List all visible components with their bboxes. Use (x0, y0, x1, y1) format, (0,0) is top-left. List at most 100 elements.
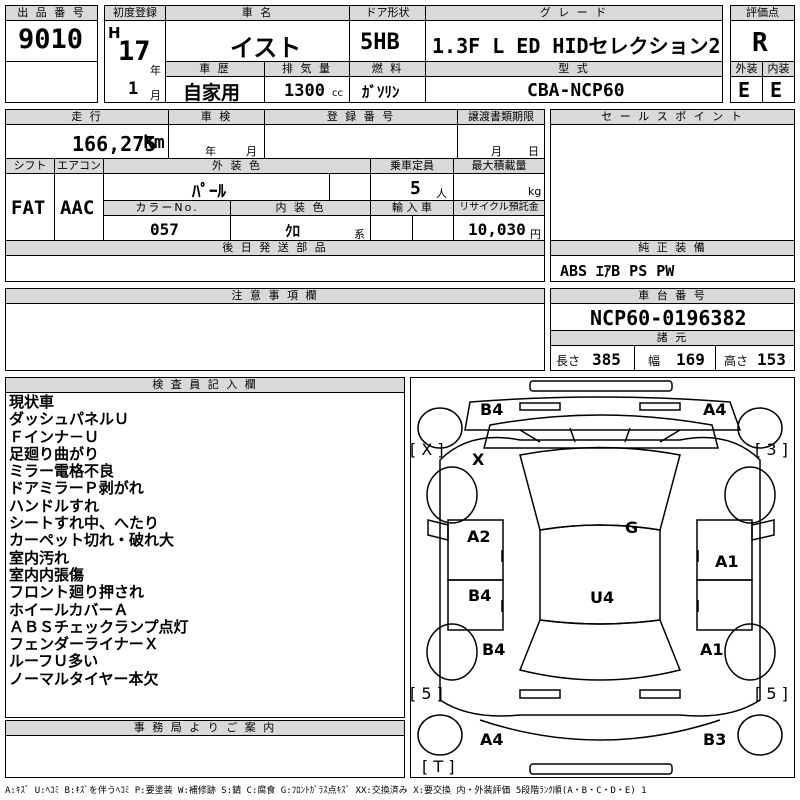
car-history-label: 車 歴 (165, 61, 265, 77)
damage-a4-front-right: A4 (703, 400, 727, 419)
shift-value: FAT (11, 197, 46, 219)
damage-b4-front-left: B4 (480, 400, 504, 419)
genuine-equipment-area (550, 255, 795, 282)
inspector-note-line: 室内内張傷 (9, 565, 85, 584)
diagram-frame (410, 377, 795, 778)
dimensions-divider-b (634, 345, 716, 371)
height-value: 153 (757, 350, 786, 369)
inspector-note-line: ホイールカバーＡ (9, 600, 129, 619)
inspector-note-line: 室内汚れ (9, 548, 70, 567)
inspector-note-line: シートすれ中、へたり (9, 514, 160, 533)
interior-score-value: E (770, 78, 783, 102)
max-load-label: 最大積載量 (453, 158, 545, 174)
damage-bracket-rear-left: [ 5 ] (410, 684, 443, 703)
door-type-value: 5HB (360, 30, 400, 55)
mileage-label: 走 行 (5, 109, 169, 125)
damage-a2-mark: A2 (467, 527, 491, 546)
car-name-value: イスト (230, 34, 302, 62)
width-label: 幅 (648, 354, 661, 368)
inspector-note-line: ハンドルすれ (9, 496, 100, 515)
max-load-unit: kg (528, 185, 542, 198)
damage-legend: A:ｷｽﾞ U:ﾍｺﾐ B:ｷｽﾞを伴うﾍｺﾐ P:要塗装 W:補修跡 S:錆 … (5, 786, 647, 796)
damage-a1-rear-right: A1 (700, 640, 724, 659)
registration-number-label: 登 録 番 号 (264, 109, 458, 125)
damage-b4-rear-left: B4 (482, 640, 506, 659)
inspection-year-unit: 年 (205, 145, 216, 158)
registration-month-unit: 月 (150, 89, 161, 102)
length-label: 長さ (556, 354, 581, 368)
exterior-score-value: E (738, 78, 751, 102)
seating-capacity-unit: 人 (436, 187, 447, 200)
inspector-note-line: ダッシュパネルＵ (9, 410, 130, 429)
width-value: 169 (676, 350, 705, 369)
displacement-unit: cc (332, 88, 343, 99)
lot-number-value: 9010 (18, 24, 84, 55)
displacement-value: 1300 (284, 81, 325, 101)
damage-b4-mid-left: B4 (468, 586, 492, 605)
fuel-value: ｶﾞｿﾘﾝ (362, 83, 400, 101)
model-code-cell (425, 76, 723, 103)
inspector-note-line: フロント廻り押され (9, 583, 145, 602)
inspector-notes-label: 検 査 員 記 入 欄 (5, 377, 405, 393)
sales-points-label: セ ー ル ス ポ イ ン ト (550, 109, 795, 125)
interior-score-cell (762, 76, 795, 103)
seating-capacity-value: 5 (410, 178, 421, 199)
office-notice-label: 事 務 局 よ り ご 案 内 (5, 720, 405, 736)
shift-label: シフト (5, 158, 55, 174)
inspector-note-line: 足廻り曲がり (9, 444, 100, 463)
mileage-unit: km (143, 132, 165, 153)
damage-u4-mark: U4 (590, 588, 615, 607)
damage-bracket-trunk: [ T ] (422, 757, 455, 776)
lot-blank-cell (5, 61, 98, 103)
score-value: R (752, 28, 768, 58)
damage-bracket-left: [ X ] (410, 440, 444, 459)
office-notice-area (5, 735, 405, 778)
length-value: 385 (592, 350, 621, 369)
inspection-month-unit: 月 (246, 145, 257, 158)
transfer-day-unit: 日 (528, 145, 539, 158)
registration-year-value: 17 (118, 36, 151, 67)
dimensions-divider-a (550, 345, 635, 371)
recycle-deposit-unit: 円 (530, 228, 541, 241)
registration-year-unit: 年 (150, 64, 161, 77)
inspector-note-line: ドアミラーＰ剥がれ (9, 479, 144, 498)
inspector-note-line: 現状車 (9, 393, 55, 411)
inspector-note-line: ノーマルタイヤー本欠 (9, 669, 159, 688)
score-label: 評価点 (730, 5, 795, 21)
inspector-note-line: カーペット切れ・破れ大 (9, 531, 175, 550)
inspector-note-line: Ｆインナ－Ｕ (9, 427, 100, 446)
dimensions-row (550, 345, 795, 371)
inspector-note-line: フェンダーライナーＸ (9, 635, 159, 654)
inspector-note-line: ＡＢＳチェックランプ点灯 (9, 617, 189, 636)
exterior-color-value: ﾊﾟｰﾙ (192, 182, 226, 202)
inspector-note-line: ルーフＵ多い (9, 652, 99, 671)
interior-color-unit: 系 (354, 228, 365, 241)
inspector-note-line: ミラー電格不良 (9, 462, 115, 481)
height-label: 高さ (724, 354, 749, 368)
damage-a4-rear-left: A4 (480, 730, 504, 749)
color-number-value: 057 (150, 220, 179, 239)
grade-value: 1.3F L ED HIDセレクション2 (432, 34, 721, 58)
genuine-equipment-value: ABS ｴｱB PS PW (560, 262, 675, 280)
damage-x-mark: X (472, 450, 485, 469)
mileage-value: 166,275 (72, 132, 157, 156)
model-code-value: CBA-NCP60 (527, 80, 625, 101)
damage-g-mark: G (625, 518, 639, 537)
chassis-number-value: NCP60-0196382 (590, 306, 747, 330)
exterior-score-label: 外装 (730, 61, 763, 77)
damage-bracket-rear-right: [ 5 ] (755, 684, 788, 703)
damage-bracket-right: [ 3 ] (755, 440, 788, 459)
transfer-month-unit: 月 (491, 145, 502, 158)
grade-label: グ レ ー ド (425, 5, 723, 21)
damage-b3-rear-right: B3 (703, 730, 727, 749)
era-mark: H (108, 24, 121, 42)
interior-color-value: ｸﾛ (285, 222, 301, 240)
damage-a1-mark: A1 (715, 552, 739, 571)
inspector-notes-area (5, 392, 405, 718)
car-history-value: 自家用 (183, 82, 241, 104)
transfer-deadline-label: 譲渡書類期限 (457, 109, 545, 125)
recycle-deposit-value: 10,030 (468, 220, 526, 239)
notes-area (5, 303, 545, 371)
